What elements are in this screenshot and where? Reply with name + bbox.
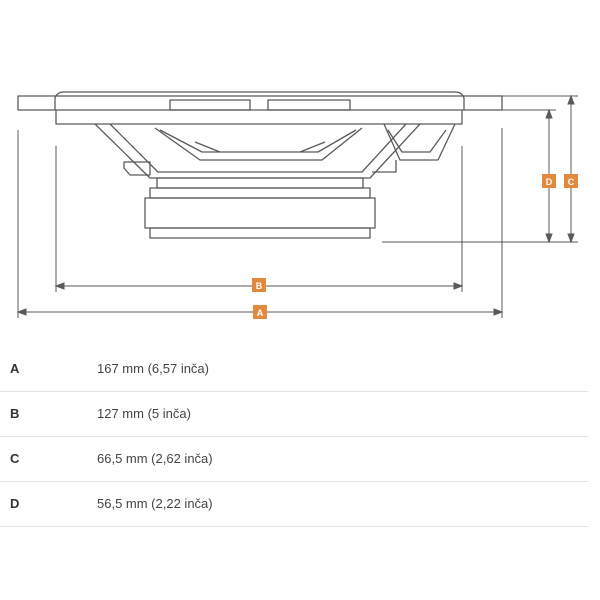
speaker-dimension-diagram: B A D C [16, 91, 578, 319]
marker-c-box [564, 174, 578, 188]
table-row: C 66,5 mm (2,62 inča) [0, 437, 588, 482]
frame-rim [55, 110, 463, 125]
dimension-value: 167 mm (6,57 inča) [97, 361, 209, 376]
speaker-outline [17, 91, 503, 239]
dimension-value: 127 mm (5 inča) [97, 406, 191, 421]
dimension-lines [16, 94, 578, 318]
marker-c: C [564, 174, 578, 188]
marker-a: A [253, 305, 267, 319]
basket-outer [94, 123, 421, 179]
dimension-value: 66,5 mm (2,62 inča) [97, 451, 213, 466]
basket-inner [109, 123, 407, 173]
magnet [144, 197, 376, 229]
marker-b: B [252, 278, 266, 292]
surround-right [383, 123, 456, 161]
magnet-top-plate [149, 187, 371, 199]
marker-d-box [542, 174, 556, 188]
marker-b-label: B [256, 281, 263, 291]
magnet-bottom-plate [149, 227, 371, 239]
marker-c-label: C [568, 177, 575, 187]
marker-a-label: A [257, 308, 264, 318]
arrow-c-bottom [567, 233, 575, 244]
cone [154, 127, 363, 161]
dimension-markers: B A D C [252, 174, 578, 319]
table-row: B 127 mm (5 inča) [0, 392, 588, 437]
bracket-left [123, 161, 151, 176]
surround-right-inner [387, 129, 447, 153]
arrow-c-top [567, 94, 575, 105]
cone-detail [194, 141, 326, 153]
dimensions-table: A 167 mm (6,57 inča) B 127 mm (5 inča) C… [0, 347, 588, 527]
terminal-tab-left [169, 99, 251, 111]
frame-step-right [372, 160, 397, 173]
table-row: A 167 mm (6,57 inča) [0, 347, 588, 392]
marker-b-box [252, 278, 266, 292]
dimension-value: 56,5 mm (2,22 inča) [97, 496, 213, 511]
table-row: D 56,5 mm (2,22 inča) [0, 482, 588, 527]
arrow-a-right [493, 308, 504, 316]
dimension-label: B [10, 406, 20, 421]
arrow-a-left [16, 308, 27, 316]
marker-d: D [542, 174, 556, 188]
terminal-tab-right [267, 99, 351, 111]
magnet-spacer [156, 177, 364, 189]
mounting-flange [17, 95, 503, 111]
top-ring [54, 91, 465, 110]
arrow-d-bottom [545, 233, 553, 244]
arrow-b-right [453, 282, 464, 290]
dimension-label: A [10, 361, 20, 376]
cone-inner [159, 129, 357, 153]
marker-d-label: D [546, 177, 553, 187]
marker-a-box [253, 305, 267, 319]
arrow-b-left [54, 282, 65, 290]
dimension-label: C [10, 451, 20, 466]
arrow-d-top [545, 108, 553, 119]
dimension-label: D [10, 496, 20, 511]
